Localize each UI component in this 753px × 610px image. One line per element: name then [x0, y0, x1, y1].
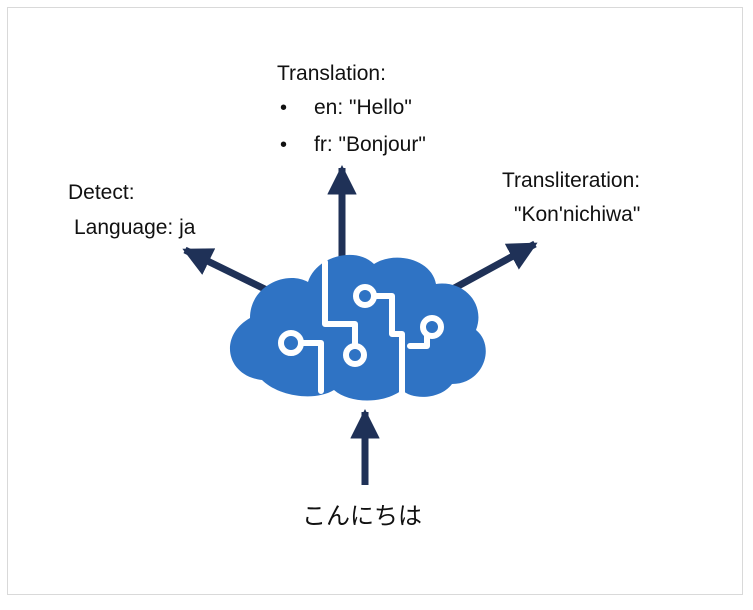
translation-title: Translation: [277, 62, 386, 85]
transliteration-title: Transliteration: [502, 169, 641, 192]
arrow-right-transliteration [447, 240, 538, 295]
input-text: こんにちは [302, 503, 422, 530]
detect-title: Detect: [68, 181, 135, 204]
detect-value: Language: ja [74, 216, 196, 239]
translation-item-en: en: "Hello" [314, 96, 412, 119]
brain-cloud-icon [229, 254, 486, 401]
bullet-icon: • [280, 134, 288, 156]
bullet-icon: • [280, 97, 288, 119]
arrow-left-detect [182, 246, 279, 299]
transliteration-value: "Kon'nichiwa" [514, 203, 641, 226]
translation-item-fr: fr: "Bonjour" [314, 133, 426, 156]
